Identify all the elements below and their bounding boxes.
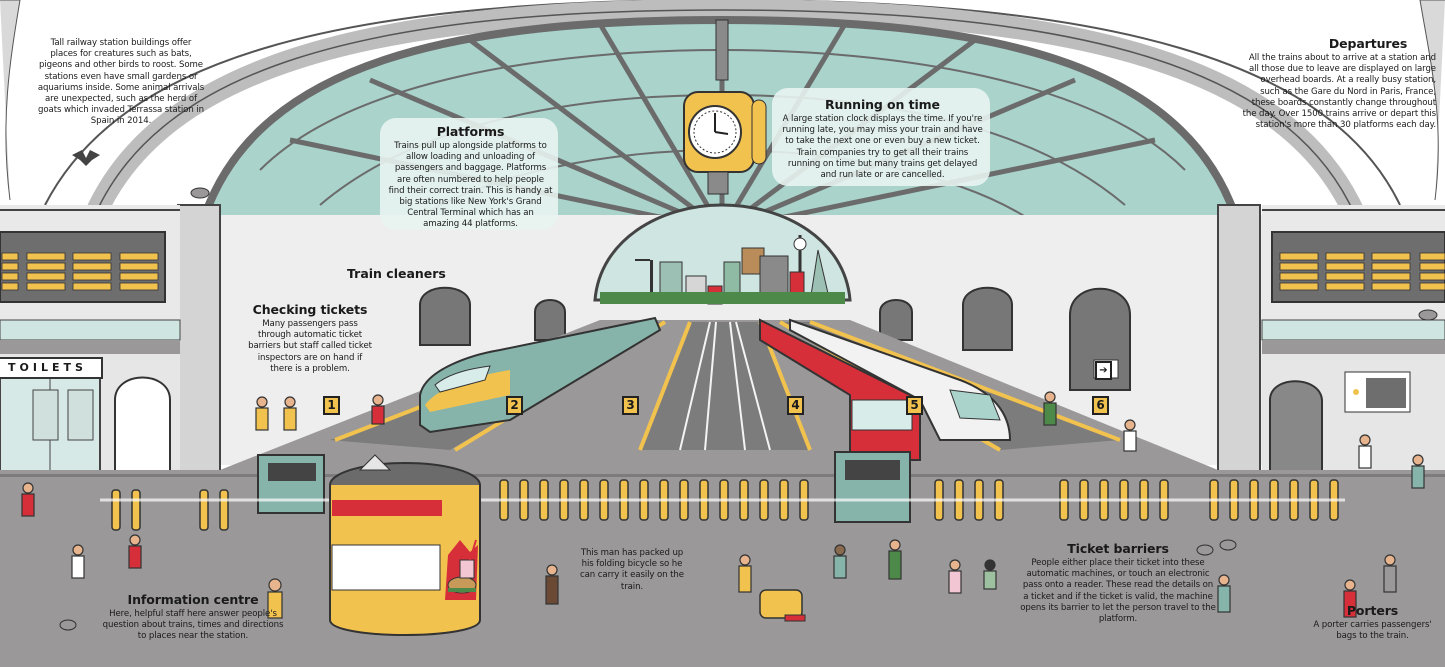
- ticket-barriers-caption: Ticket barriers People either place thei…: [1020, 541, 1216, 625]
- platforms-caption-panel: [380, 118, 558, 230]
- wildlife-caption: Tall railway station buildings offer pla…: [36, 38, 206, 128]
- running-on-time-title: Running on time: [825, 97, 940, 112]
- porters-title: Porters: [1346, 603, 1399, 618]
- train-teal: [419, 316, 662, 434]
- folding-bicycle-caption: This man has packed up his folding bicyc…: [580, 548, 684, 593]
- platform-number-5: 5: [906, 396, 923, 415]
- departure-board-left: [0, 231, 166, 303]
- folding-bicycle-text: This man has packed up his folding bicyc…: [580, 548, 684, 592]
- checking-tickets-title: Checking tickets: [252, 302, 368, 317]
- wildlife-caption-text: Tall railway station buildings offer pla…: [37, 38, 205, 127]
- information-centre-caption: Information centre Here, helpful staff h…: [98, 592, 288, 643]
- pigeon-icon: [1196, 544, 1214, 556]
- checking-tickets-caption: Checking tickets Many passengers pass th…: [248, 302, 372, 375]
- pigeon-icon: [190, 187, 210, 199]
- exit-arrow-sign: ➔: [1095, 361, 1112, 380]
- platform-number-1: 1: [323, 396, 340, 415]
- checking-tickets-text: Many passengers pass through automatic t…: [248, 319, 372, 374]
- pigeon-icon: [1219, 539, 1237, 551]
- platform-number-4: 4: [787, 396, 804, 415]
- train-cleaners-label: Train cleaners: [347, 266, 446, 281]
- porters-text: A porter carries passengers' bags to the…: [1313, 620, 1432, 642]
- ticket-barriers-text: People either place their ticket into th…: [1020, 558, 1216, 625]
- ticket-barriers-title: Ticket barriers: [1067, 541, 1169, 556]
- running-on-time-caption-panel: [772, 88, 990, 186]
- passengers: [21, 391, 1425, 619]
- departure-board-right: [1271, 231, 1445, 303]
- platform-number-2: 2: [506, 396, 523, 415]
- departures-caption: Departures All the trains about to arriv…: [1240, 36, 1436, 131]
- platforms-text: Trains pull up alongside platforms to al…: [388, 141, 553, 230]
- platform-number-6: 6: [1092, 396, 1109, 415]
- information-centre-title: Information centre: [127, 592, 259, 607]
- information-centre-text: Here, helpful staff here answer people's…: [102, 609, 284, 642]
- bat-icon: [72, 150, 100, 166]
- running-on-time-caption: Running on time A large station clock di…: [780, 97, 985, 181]
- ticket-barriers: [257, 451, 911, 523]
- platforms-caption: Platforms Trains pull up alongside platf…: [388, 124, 553, 231]
- station-clock-icon: [683, 19, 767, 195]
- food-kiosk: [329, 454, 481, 636]
- running-on-time-text: A large station clock displays the time.…: [782, 114, 983, 181]
- platforms-title: Platforms: [436, 124, 505, 139]
- platform-number-3: 3: [622, 396, 639, 415]
- pigeon-icon: [1418, 309, 1438, 321]
- toilets-sign: TOILETS: [0, 357, 103, 379]
- departures-title: Departures: [1328, 36, 1408, 51]
- city-skyline: [600, 235, 845, 305]
- drink-cup-icon: [459, 539, 477, 579]
- train-white: [789, 318, 1012, 441]
- porters-caption: Porters A porter carries passengers' bag…: [1305, 603, 1440, 642]
- pigeon-icon: [59, 619, 77, 631]
- departures-text: All the trains about to arrive at a stat…: [1242, 53, 1436, 131]
